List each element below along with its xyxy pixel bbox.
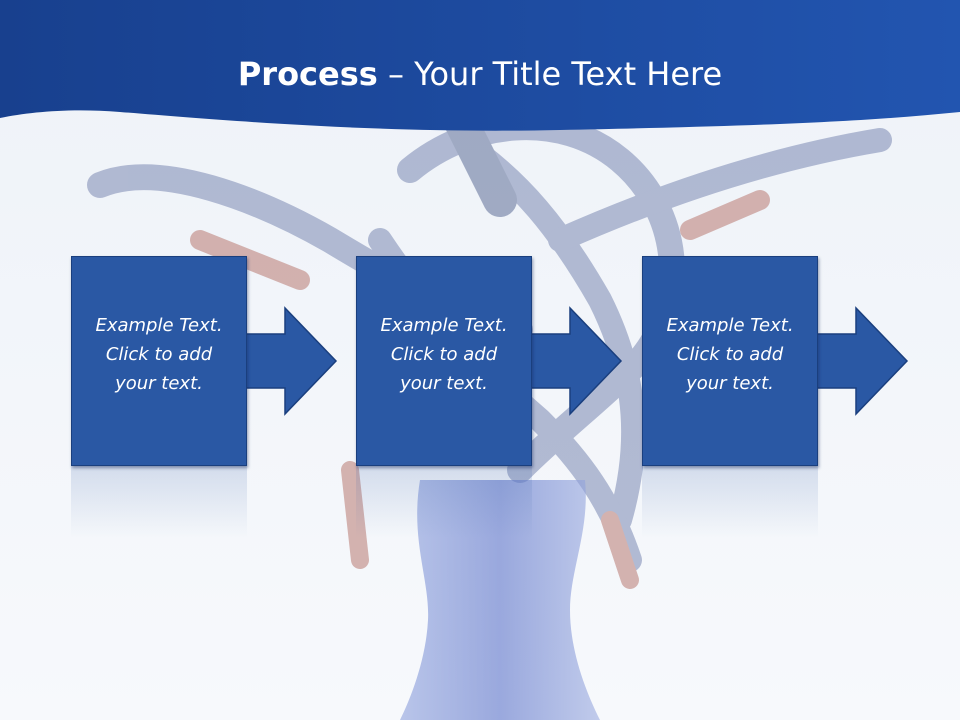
step-box[interactable]: Example Text. Click to add your text. [642,256,818,466]
step-box[interactable]: Example Text. Click to add your text. [356,256,532,466]
step-3-reflection [642,466,818,538]
process-step-3[interactable]: Example Text. Click to add your text. [642,256,818,466]
step-text-line: Click to add [390,343,498,365]
step-1-reflection [71,466,247,538]
arrow-right-icon [811,306,909,416]
step-text-line: your text. [686,372,774,394]
step-text[interactable]: Example Text. Click to add your text. [84,311,234,398]
step-text-line: Example Text. [666,314,794,336]
step-text-line: your text. [115,372,203,394]
slide-title[interactable]: Process – Your Title Text Here [0,52,960,96]
header-band [0,0,960,131]
process-step-1[interactable]: Example Text. Click to add your text. [71,256,247,466]
step-2-reflection [356,466,532,538]
process-step-2[interactable]: Example Text. Click to add your text. [356,256,532,466]
arrow-right-icon [525,306,623,416]
title-bold: Process [237,55,378,93]
step-text[interactable]: Example Text. Click to add your text. [655,311,805,398]
title-rest: – Your Title Text Here [377,55,723,93]
arrow-right-icon [240,306,338,416]
step-box[interactable]: Example Text. Click to add your text. [71,256,247,466]
step-text-line: Example Text. [380,314,508,336]
step-text-line: your text. [400,372,488,394]
step-text-line: Click to add [676,343,784,365]
step-text-line: Example Text. [95,314,223,336]
step-text[interactable]: Example Text. Click to add your text. [369,311,519,398]
step-text-line: Click to add [105,343,213,365]
